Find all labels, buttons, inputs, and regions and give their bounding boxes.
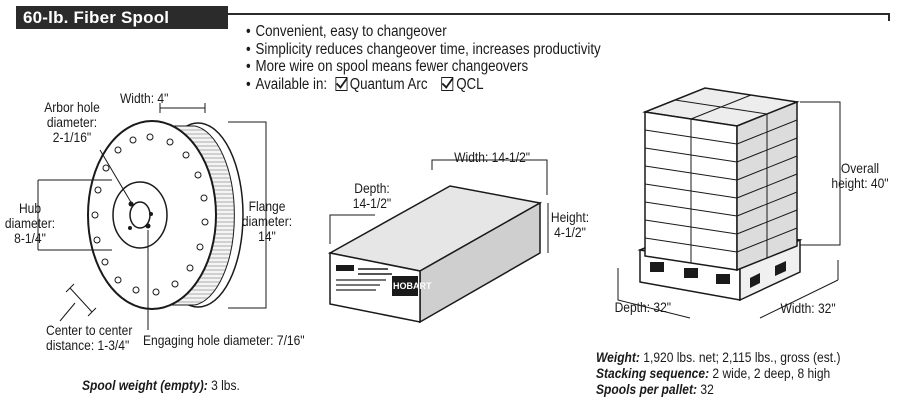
box-depth-dimension xyxy=(329,214,375,244)
spool-illustration xyxy=(37,103,267,330)
spool-width-label: Width: 4" xyxy=(119,90,169,106)
width-dimension xyxy=(159,103,206,113)
tier-line-front xyxy=(644,129,738,145)
pallet-stacking: Stacking sequence: 2 wide, 2 deep, 8 hig… xyxy=(596,365,831,381)
engaging-hole xyxy=(128,226,132,230)
box-label xyxy=(336,265,418,296)
title-rule-end xyxy=(888,13,890,21)
arbor-leader xyxy=(99,149,133,205)
engaging-hole xyxy=(145,223,151,229)
feature-list: •Convenient, easy to changeover •Simplic… xyxy=(246,23,601,93)
flange-dimension xyxy=(228,121,267,309)
spool-weight-label: Spool weight (empty): 3 lbs. xyxy=(82,377,240,393)
page-title: 60-lb. Fiber Spool xyxy=(23,8,170,27)
tier-line-side xyxy=(736,209,798,235)
tier-line-side xyxy=(736,191,798,217)
pallet-specs: Weight: 1,920 lbs. net; 2,115 lbs., gros… xyxy=(596,349,840,397)
engaging-hole-label: Engaging hole diameter: 7/16" xyxy=(143,332,305,348)
bullet-icon: • xyxy=(246,58,251,75)
center-distance-label: Center to center distance: 1-3/4" xyxy=(46,322,133,353)
spool-vent-holes xyxy=(91,133,209,296)
tier-line-front xyxy=(644,183,738,199)
tier-line-side xyxy=(736,137,798,163)
pallet-illustration xyxy=(617,87,841,319)
checkbox-checked-icon xyxy=(441,76,454,91)
pallet-depth-dimension xyxy=(617,268,691,319)
pallet-slots xyxy=(650,261,786,288)
brand-label-bg xyxy=(392,276,418,296)
flange-label: Flange diameter: 14" xyxy=(241,198,293,244)
pallet-depth-label: Depth: 32" xyxy=(614,299,672,315)
tier-line-side xyxy=(736,119,798,145)
option-quantum-arc: Quantum Arc xyxy=(349,75,428,93)
tier-line-front xyxy=(644,147,738,163)
tier-line-side xyxy=(736,227,798,253)
bullet-icon: • xyxy=(246,23,251,40)
engaging-hole xyxy=(128,201,134,207)
pallet-spools: Spools per pallet: 32 xyxy=(596,381,714,397)
bullet-icon: • xyxy=(246,40,251,58)
pallet-height-dimension xyxy=(800,101,841,246)
pallet-width-label: Width: 32" xyxy=(780,300,836,316)
engaging-hole xyxy=(149,212,153,216)
feature-item: •Simplicity reduces changeover time, inc… xyxy=(246,40,601,58)
checkbox-checked-icon xyxy=(335,76,348,91)
hub-label: Hub diameter: 8-1/4" xyxy=(4,200,56,246)
arbor-label: Arbor hole diameter: 2-1/16" xyxy=(44,99,100,145)
pallet-height-label: Overall height: 40" xyxy=(831,160,889,191)
center-dimension xyxy=(65,283,97,317)
brand-label: HOBART xyxy=(393,281,432,291)
option-qcl: QCL xyxy=(456,75,484,93)
tier-line-front xyxy=(644,165,738,181)
box-depth-label: Depth: 14-1/2" xyxy=(352,180,392,211)
tier-line-side xyxy=(736,173,798,199)
hub-dimension xyxy=(37,179,112,251)
pallet-width-dimension xyxy=(759,260,839,319)
pallet-weight: Weight: 1,920 lbs. net; 2,115 lbs., gros… xyxy=(596,349,841,365)
title-rule xyxy=(228,13,890,15)
box-width-dimension xyxy=(431,159,548,195)
box-height-label: Height: 4-1/2" xyxy=(550,209,590,240)
feature-item: •Convenient, easy to changeover xyxy=(246,23,447,40)
tier-line-front xyxy=(644,201,738,217)
feature-item: •More wire on spool means fewer changeov… xyxy=(246,58,529,75)
tier-line-front xyxy=(644,219,738,235)
tier-line-front xyxy=(644,237,738,253)
bullet-icon: • xyxy=(246,75,251,93)
tier-line-side xyxy=(736,155,798,181)
title-bar xyxy=(16,6,228,29)
center-leader xyxy=(59,302,76,322)
availability: •Available in: Quantum Arc QCL xyxy=(246,75,484,93)
box-illustration xyxy=(327,159,549,324)
box-width-label: Width: 14-1/2" xyxy=(454,149,531,165)
stack-tiers xyxy=(644,119,798,253)
